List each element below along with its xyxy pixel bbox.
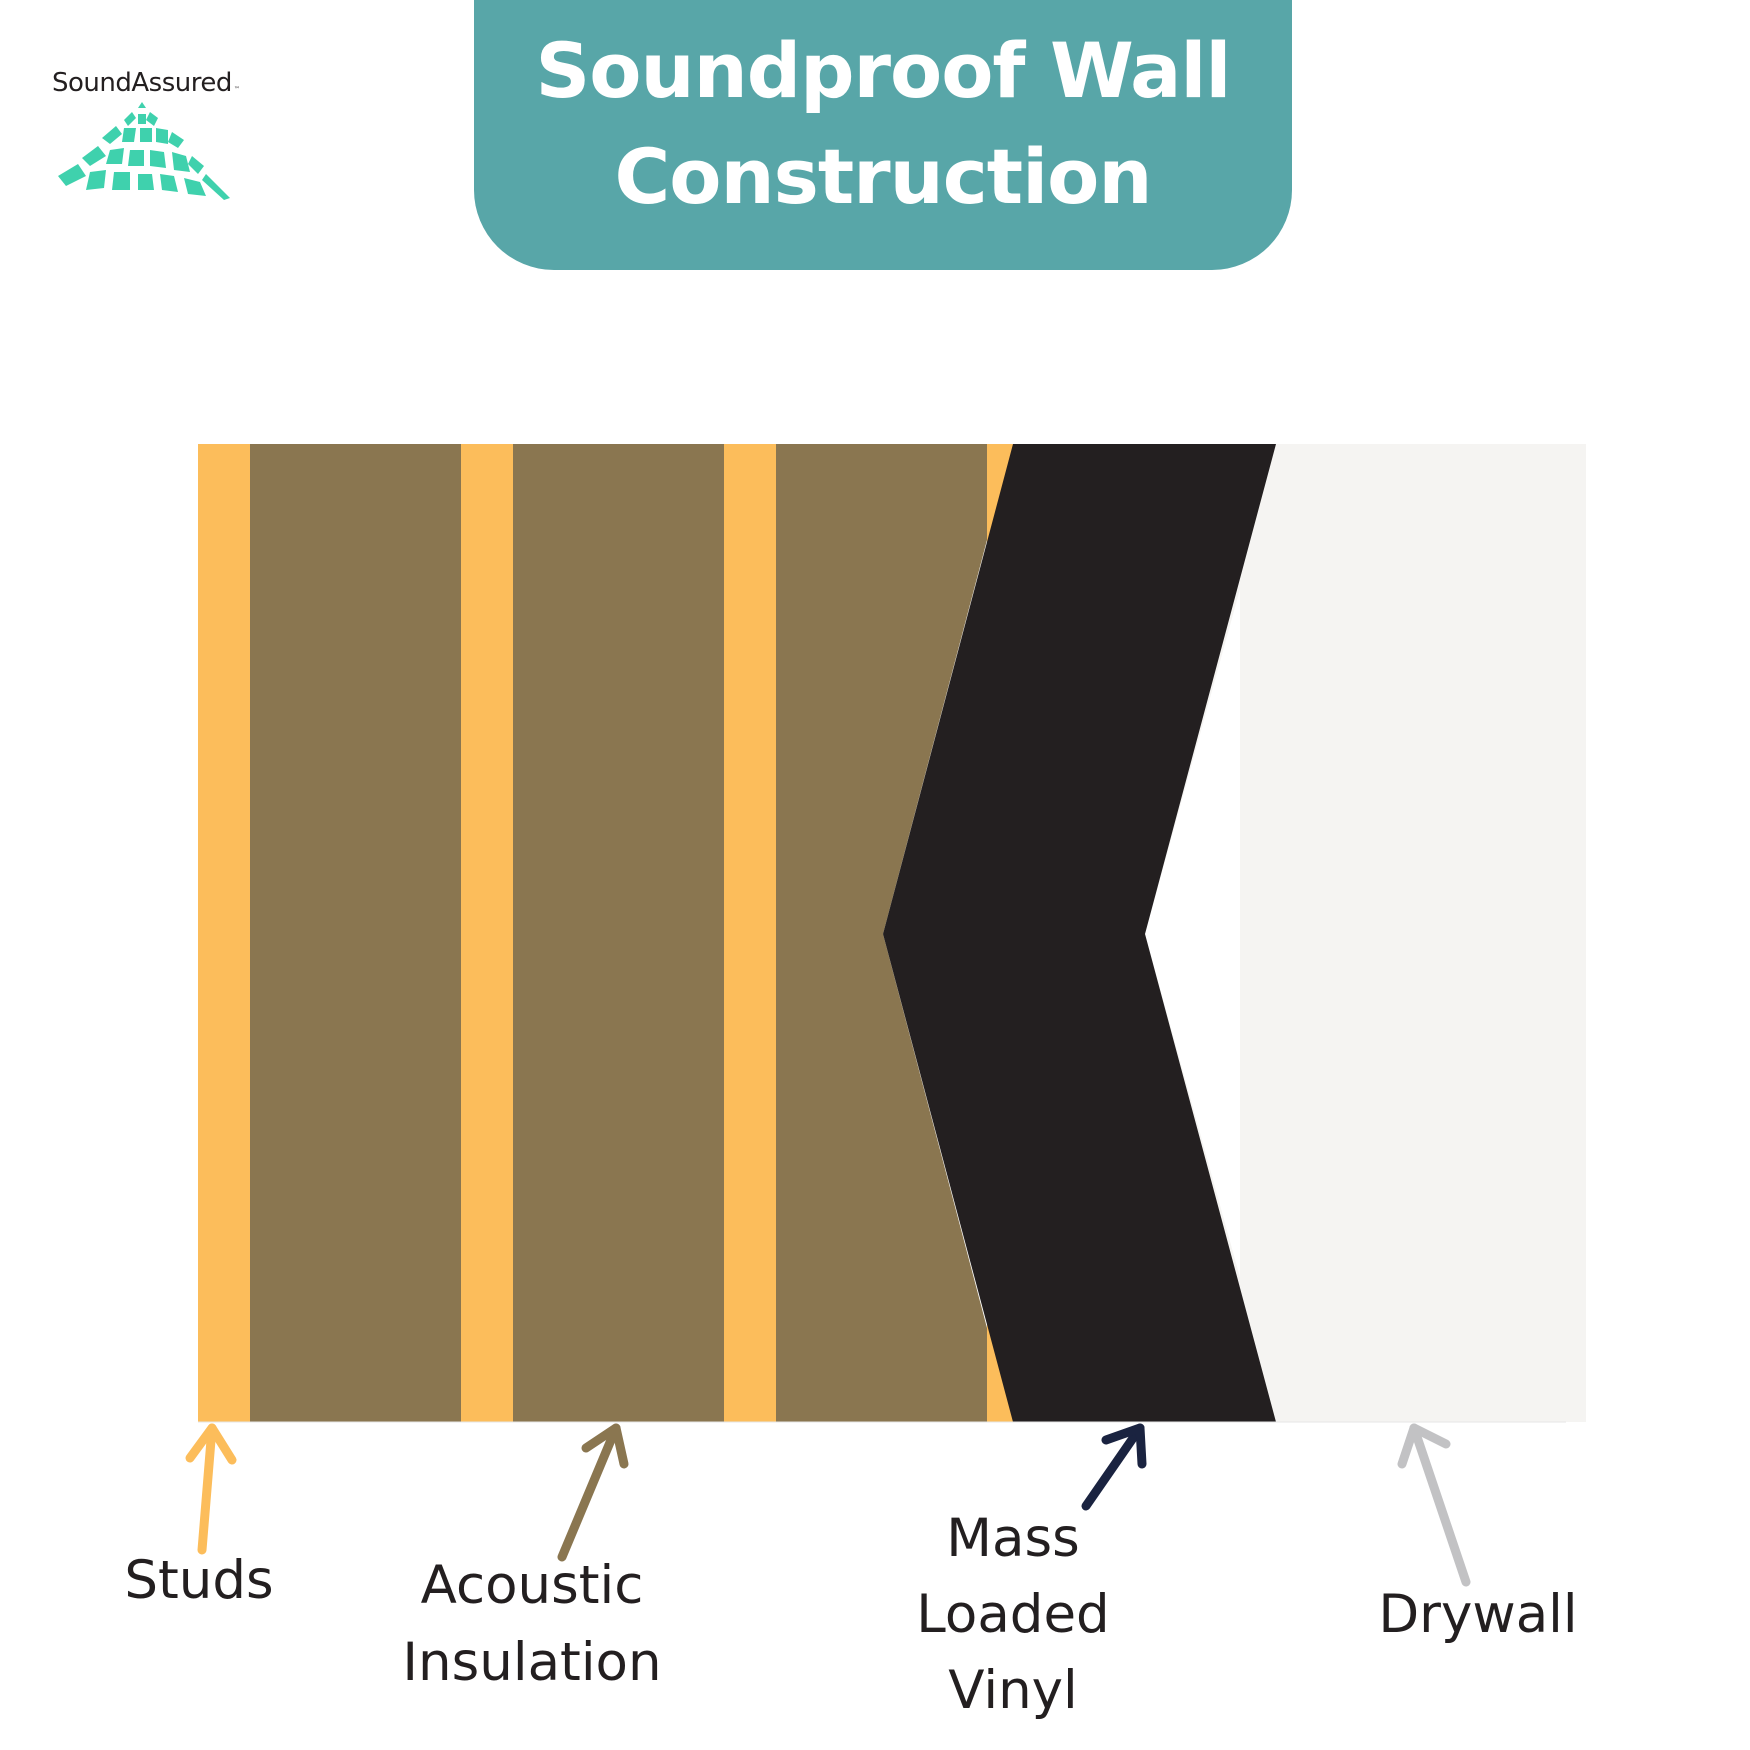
insulation-arrow: [557, 1423, 629, 1562]
stud-2: [461, 444, 513, 1422]
studs-arrow: [185, 1423, 237, 1555]
insulation-3: [776, 444, 987, 1422]
label-insulation-line-1: Acoustic: [420, 1555, 644, 1616]
drywall-layer: [1240, 444, 1586, 1422]
label-insulation-line-2: Insulation: [402, 1632, 662, 1693]
insulation-1: [250, 444, 461, 1422]
vinyl-arrow: [1081, 1423, 1147, 1511]
stud-1: [198, 444, 250, 1422]
brand-tm: ™: [233, 86, 240, 93]
brand-name-text: SoundAssured: [52, 68, 232, 98]
drywall-arrow: [1397, 1423, 1471, 1587]
brand-mark-icon: [58, 102, 230, 200]
label-studs: Studs: [124, 1550, 274, 1611]
title-banner: Soundproof Wall Construction: [474, 0, 1292, 270]
insulation-2: [513, 444, 724, 1422]
stud-3: [724, 444, 776, 1422]
label-drywall: Drywall: [1378, 1584, 1578, 1645]
label-vinyl-line-1: Mass: [946, 1508, 1080, 1569]
title-line-2: Construction: [614, 132, 1153, 221]
label-vinyl-line-3: Vinyl: [948, 1660, 1078, 1721]
vinyl-layer: [883, 444, 1276, 1422]
label-vinyl-line-2: Loaded: [916, 1584, 1110, 1645]
title-line-1: Soundproof Wall: [535, 26, 1232, 115]
